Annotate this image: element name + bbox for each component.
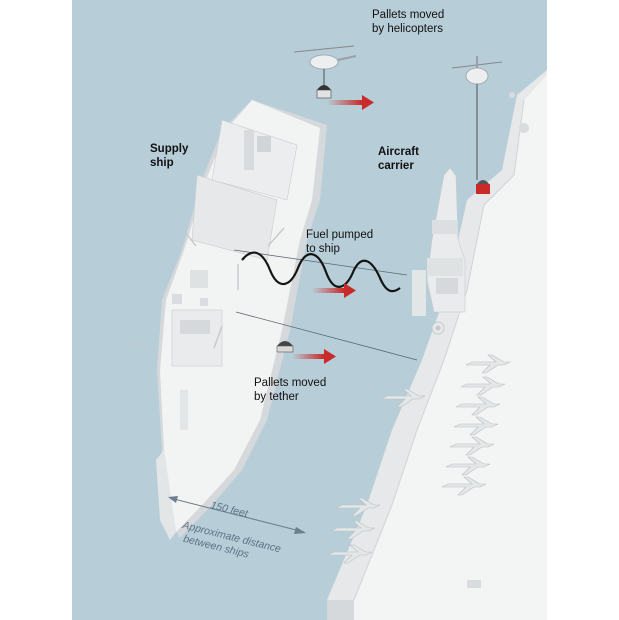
transfer-lines (233, 249, 418, 361)
distance-indicator (168, 496, 306, 534)
supply-ship-superstructure (171, 119, 298, 430)
tether-pallet (276, 341, 294, 353)
aircraft-carrier-label-line2: carrier (378, 160, 414, 172)
arrow-tether (292, 349, 336, 364)
flow-arrows (292, 95, 374, 364)
aircraft-carrier-label: Aircraft carrier (378, 146, 422, 172)
fuel-hose (241, 251, 401, 293)
carrier-pallet (476, 180, 490, 194)
arrow-helicopter (327, 95, 374, 110)
helicopters-label-line1: Pallets moved (372, 9, 444, 21)
tether-label-line1: Pallets moved (254, 377, 326, 389)
aircraft-carrier-label-line1: Aircraft (378, 146, 419, 158)
replenishment-diagram: Pallets moved by helicopters Supply ship… (72, 0, 547, 620)
helicopter-right (451, 56, 503, 180)
supply-ship-label-line2: ship (150, 157, 174, 169)
tether-label-line2: by tether (254, 391, 299, 403)
helicopter-left (293, 45, 357, 99)
diagram-stage: Pallets moved by helicopters Supply ship… (72, 0, 547, 620)
carrier-island (412, 167, 466, 335)
supply-ship-label: Supply ship (150, 143, 192, 169)
aircraft-carrier (327, 70, 547, 620)
fuel-label: Fuel pumped to ship (306, 229, 376, 255)
fuel-label-line2: to ship (306, 243, 340, 255)
fuel-label-line1: Fuel pumped (306, 229, 373, 241)
helicopters-label: Pallets moved by helicopters (372, 9, 447, 35)
supply-ship (131, 100, 327, 540)
parked-jets (327, 354, 511, 564)
tether-label: Pallets moved by tether (254, 377, 329, 403)
arrow-fuel (312, 283, 356, 298)
supply-ship-label-line1: Supply (150, 143, 189, 155)
helicopters-label-line2: by helicopters (372, 23, 443, 35)
